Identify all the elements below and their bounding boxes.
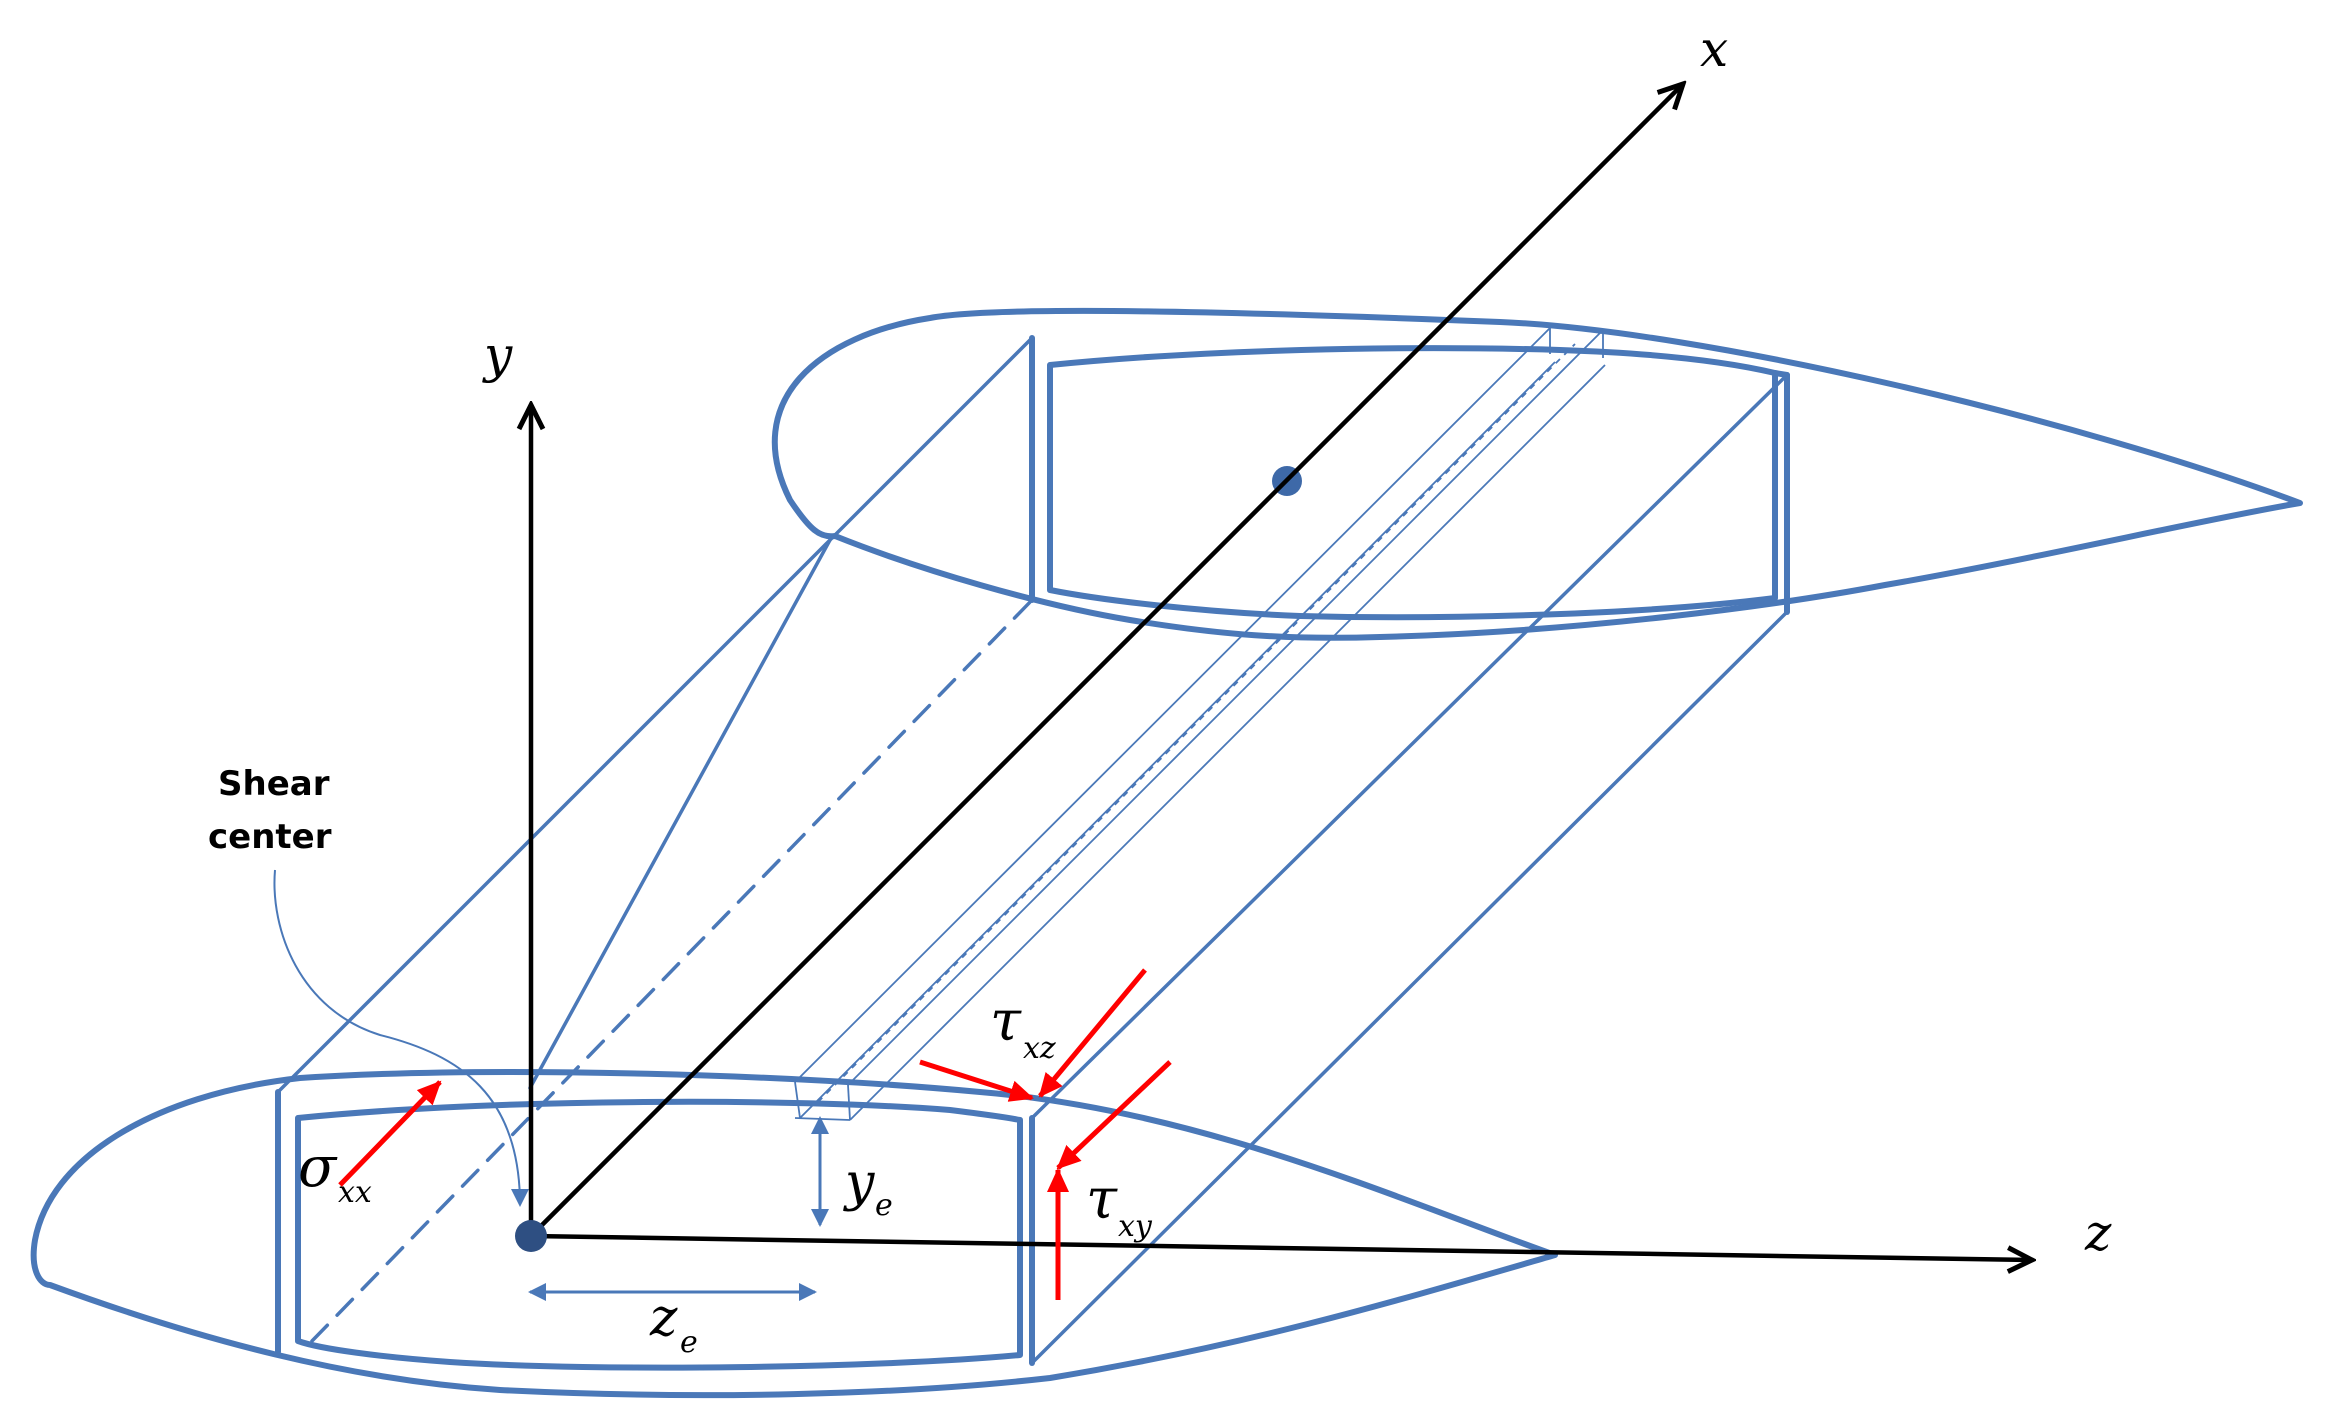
tau-xz-label: τ	[990, 989, 1022, 1054]
ye-subscript: e	[875, 1188, 893, 1223]
ze-subscript: e	[680, 1325, 698, 1360]
sigma-label: σ	[298, 1135, 338, 1200]
shear-center-dot	[515, 1220, 547, 1252]
labels: x y z σ xx τ xz τ xy y e z e Shear cente…	[208, 20, 2112, 1360]
front-airfoil-section	[30, 1069, 1558, 1399]
tau-xz-arrow-side	[919, 1059, 1034, 1102]
hidden-spar-edge	[310, 598, 1034, 1343]
front-airfoil-outline	[30, 1069, 1558, 1399]
rear-airfoil-outline	[771, 307, 2303, 641]
z-axis-arrow	[530, 1233, 2032, 1260]
rear-airfoil-section	[771, 307, 2303, 641]
x-axis-label: x	[1700, 20, 1728, 78]
tau-xy-label: τ	[1086, 1167, 1118, 1232]
x-axis-arrow	[529, 84, 1683, 1238]
tau-xy-subscript: xy	[1118, 1209, 1153, 1244]
rear-wingbox-inner	[1047, 345, 1778, 621]
tau-xz-arrow-top	[1038, 968, 1147, 1098]
shear-center-label-line1: Shear	[218, 764, 330, 804]
shear-center-leader	[273, 869, 529, 1207]
stress-arrows	[338, 968, 1172, 1300]
dimension-arrows	[528, 1116, 829, 1301]
sigma-xx-arrow	[338, 1080, 442, 1187]
y-axis-label: y	[482, 326, 513, 384]
coordinate-axes	[515, 84, 2032, 1260]
shear-center-label-line2: center	[208, 817, 332, 857]
tau-xz-subscript: xz	[1023, 1031, 1056, 1066]
ye-label: y	[843, 1153, 875, 1213]
ze-label: z	[649, 1288, 678, 1348]
tau-xy-arrow-diag	[1056, 1060, 1172, 1170]
sigma-subscript: xx	[338, 1175, 372, 1210]
front-wingbox-inner	[295, 1098, 1023, 1371]
extrusion-lines	[276, 327, 1789, 1365]
z-axis-label: z	[2084, 1204, 2112, 1262]
